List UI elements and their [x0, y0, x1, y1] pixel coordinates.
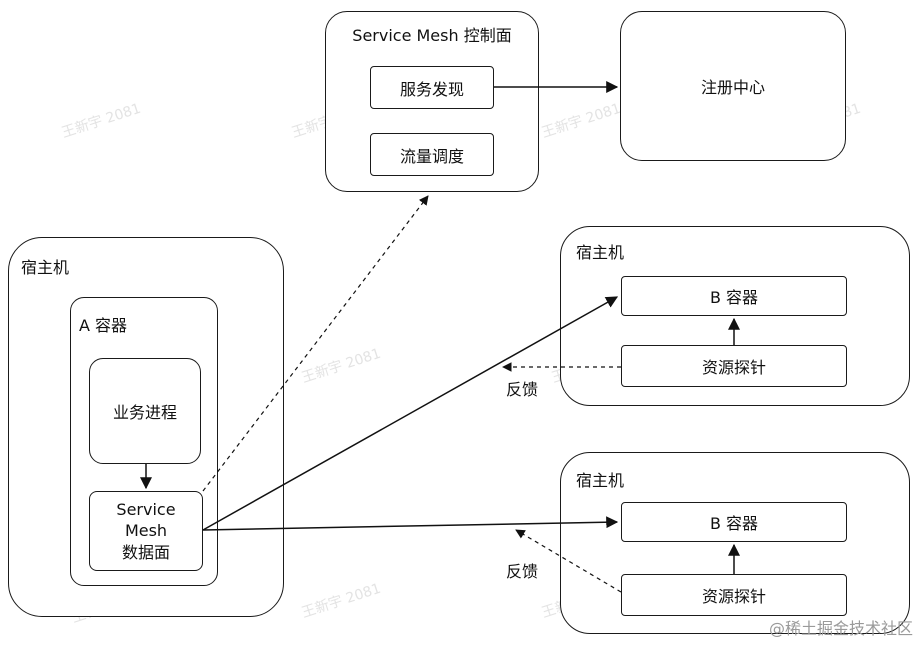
host-b1-label: 宿主机 [576, 243, 625, 262]
business-process-node: 业务进程 [89, 358, 201, 464]
container-b2-label: B 容器 [709, 514, 759, 533]
container-a-label: A 容器 [79, 316, 128, 335]
probe-b1-node: 资源探针 [621, 345, 847, 387]
data-plane-label-line2: Mesh [124, 521, 168, 541]
registry-label: 注册中心 [700, 78, 765, 97]
container-b1-node: B 容器 [621, 276, 847, 316]
watermark: 王新宇 2081 [539, 100, 623, 142]
data-plane-label-line3: 数据面 [121, 542, 170, 562]
control-plane-title: Service Mesh 控制面 [352, 26, 512, 45]
business-process-label: 业务进程 [112, 403, 177, 422]
service-discovery-node: 服务发现 [370, 66, 494, 109]
data-plane-node: Service Mesh 数据面 [89, 491, 203, 571]
traffic-scheduling-label: 流量调度 [399, 146, 464, 166]
watermark: 王新宇 2081 [299, 345, 383, 387]
feedback-b1-label: 反馈 [506, 380, 539, 399]
watermark: 王新宇 2081 [299, 580, 383, 622]
host-a-label: 宿主机 [21, 258, 70, 277]
probe-b2-node: 资源探针 [621, 574, 847, 616]
traffic-scheduling-node: 流量调度 [370, 133, 494, 176]
probe-b1-label: 资源探针 [701, 358, 766, 377]
feedback-b2-label: 反馈 [506, 562, 539, 581]
registry-node: 注册中心 [620, 11, 846, 161]
host-b2-label: 宿主机 [576, 471, 625, 490]
container-b2-node: B 容器 [621, 502, 847, 542]
service-discovery-label: 服务发现 [399, 79, 464, 99]
watermark: 王新宇 2081 [59, 100, 143, 142]
probe-b2-label: 资源探针 [701, 587, 766, 606]
source-credit: @稀土掘金技术社区 [768, 619, 913, 638]
container-b1-label: B 容器 [709, 288, 759, 307]
data-plane-label-line1: Service [116, 499, 176, 519]
